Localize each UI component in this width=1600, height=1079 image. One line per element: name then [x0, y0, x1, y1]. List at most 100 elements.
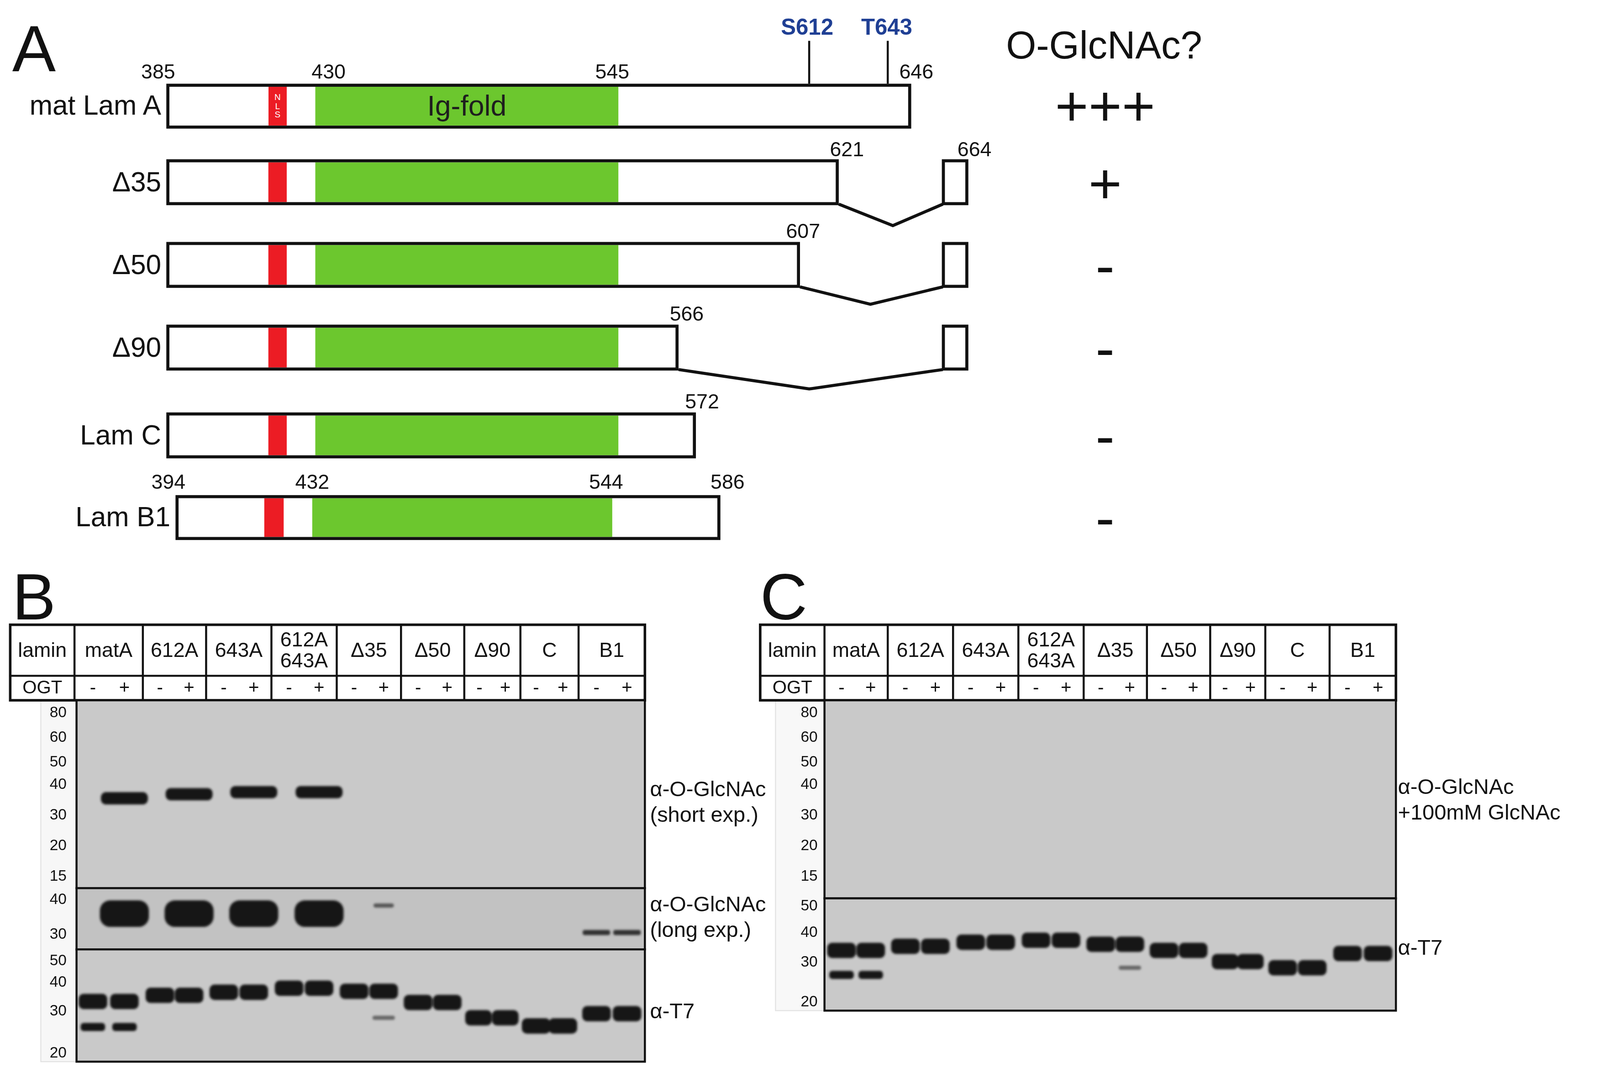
column-header: Δ50 — [1148, 639, 1209, 661]
panel-letter: A — [12, 13, 56, 85]
residue-number: 430 — [311, 60, 346, 83]
residue-number: 432 — [295, 470, 330, 493]
construct-name: mat Lam A — [29, 90, 162, 122]
protein-band — [492, 1009, 519, 1026]
panel-letter: B — [12, 561, 56, 633]
residue-number: 586 — [710, 470, 745, 493]
mw-marker: 80 — [49, 703, 67, 721]
column-header: matA — [76, 639, 142, 661]
glcnac-result: - — [1095, 316, 1115, 380]
residue-number: 664 — [957, 137, 992, 161]
column-header: lamin — [12, 639, 73, 661]
protein-band — [209, 984, 239, 1000]
lane-sign: + — [1306, 677, 1318, 698]
protein-band — [239, 984, 269, 1000]
column-header: 612A 643A — [273, 628, 335, 672]
protein-band — [1118, 965, 1142, 970]
construct-art — [264, 40, 968, 537]
column-header: 612A 643A — [1020, 628, 1082, 672]
protein-band — [1268, 959, 1298, 976]
nls-region — [268, 244, 287, 285]
lane-sign: - — [838, 677, 845, 698]
protein-band — [582, 1005, 611, 1022]
deletion-line — [678, 369, 943, 389]
lane-sign: + — [313, 677, 325, 698]
residue-number: 394 — [151, 470, 186, 493]
lane-sign: - — [593, 677, 600, 698]
column-header: Δ90 — [1212, 639, 1264, 661]
column-header: B1 — [1331, 639, 1394, 661]
lane-sign: + — [119, 677, 130, 698]
column-header: Δ35 — [1085, 639, 1146, 661]
glcnac-result: - — [1095, 404, 1115, 468]
mw-marker: 30 — [800, 805, 818, 823]
protein-band — [165, 787, 213, 800]
mw-marker: 50 — [49, 752, 67, 770]
lane-sign: + — [1372, 677, 1384, 698]
protein-band — [164, 900, 214, 927]
protein-band — [1333, 945, 1363, 961]
column-header: Δ50 — [403, 639, 463, 661]
construct-name: Δ50 — [112, 248, 162, 281]
protein-band — [294, 900, 344, 927]
mw-marker: 50 — [800, 896, 818, 914]
lane-sign: + — [621, 677, 632, 698]
mw-marker: 40 — [800, 775, 818, 793]
lane-sign: + — [1060, 677, 1072, 698]
protein-band — [521, 1017, 551, 1034]
ig-fold-domain — [312, 498, 613, 537]
mw-marker: 20 — [800, 992, 818, 1010]
mw-marker: 80 — [800, 703, 818, 721]
protein-band — [582, 929, 611, 935]
protein-band — [1298, 959, 1327, 976]
lane-sign: - — [1344, 677, 1351, 698]
blot-b — [10, 624, 645, 1062]
mw-marker: 50 — [49, 951, 67, 969]
protein-band — [230, 785, 278, 799]
mw-marker: 60 — [800, 728, 818, 746]
protein-band — [612, 1005, 642, 1022]
column-header: B1 — [580, 639, 643, 661]
mw-marker: 30 — [800, 952, 818, 970]
blot-panel — [76, 948, 646, 1062]
antibody-label: α-O-GlcNAc +100mM GlcNAc — [1398, 773, 1577, 825]
lane-sign: - — [967, 677, 974, 698]
lane-sign: - — [476, 677, 483, 698]
protein-band — [229, 900, 279, 927]
mw-marker: 40 — [49, 890, 67, 908]
residue-number: 607 — [785, 219, 821, 242]
protein-band — [986, 934, 1016, 950]
column-title: O-GlcNAc? — [1005, 24, 1202, 68]
blot-panel — [824, 898, 1396, 1011]
mw-marker: 30 — [49, 925, 67, 943]
band-group — [827, 931, 1393, 979]
protein-band — [1051, 931, 1081, 948]
lane-sign: - — [902, 677, 909, 698]
lane-sign: + — [183, 677, 195, 698]
column-header: 612A — [889, 639, 952, 661]
mw-marker: 20 — [800, 836, 818, 854]
protein-band — [339, 983, 369, 999]
lane-sign: - — [89, 677, 96, 698]
protein-band — [78, 993, 108, 1009]
glcnac-result: - — [1095, 485, 1115, 549]
blot-c — [760, 624, 1396, 1011]
mw-marker: 30 — [49, 1001, 67, 1019]
mw-marker: 50 — [800, 752, 818, 770]
protein-band — [372, 1015, 395, 1020]
lane-sign: - — [415, 677, 422, 698]
band-group — [78, 785, 642, 1034]
column-header: lamin — [762, 639, 823, 661]
lane-sign: + — [1124, 677, 1136, 698]
protein-band — [1021, 931, 1051, 948]
column-header: C — [522, 639, 577, 661]
column-header: Δ35 — [338, 639, 400, 661]
lane-sign: + — [1187, 677, 1199, 698]
lane-sign: - — [351, 677, 358, 698]
column-header: matA — [826, 639, 886, 661]
lane-sign: - — [532, 677, 539, 698]
deletion-line — [800, 286, 943, 305]
table-grid — [10, 624, 645, 700]
lane-sign: - — [1097, 677, 1104, 698]
residue-number: 544 — [589, 470, 624, 493]
